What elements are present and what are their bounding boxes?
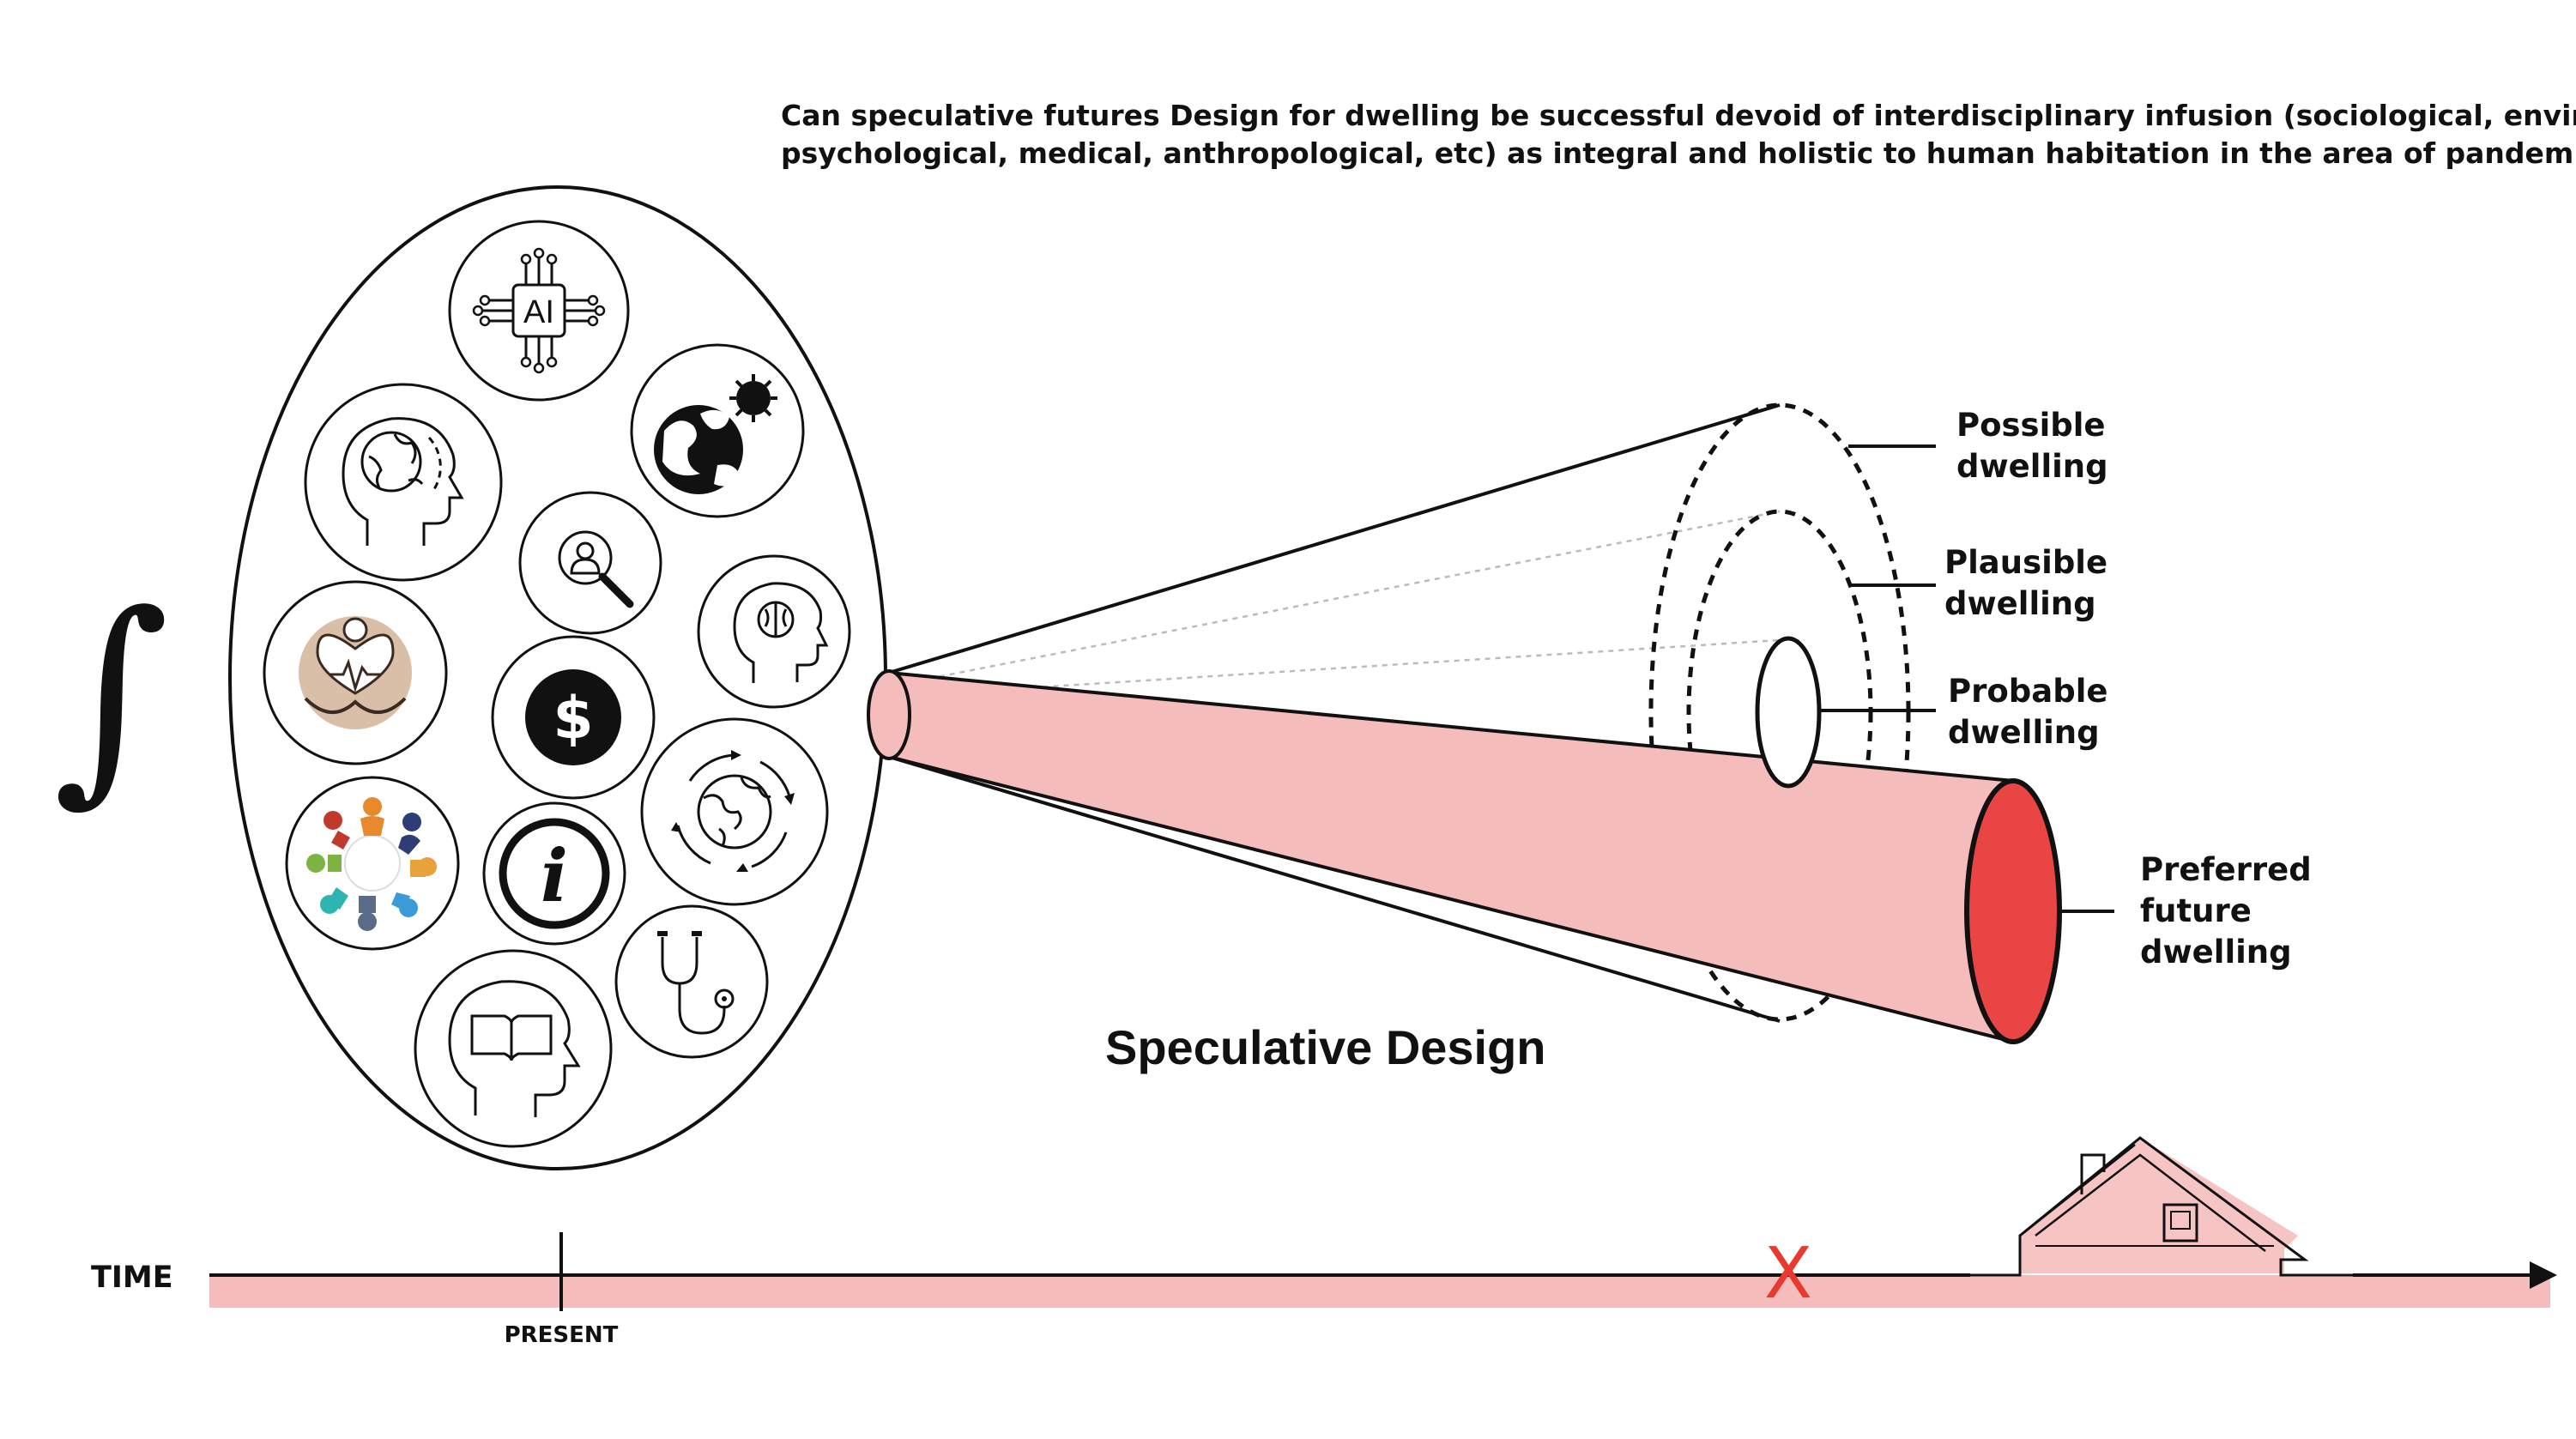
question-line-2: psychological, medical, anthropological,… [781,136,2576,170]
timeline-arrowhead [2530,1261,2557,1289]
plausible-upper-guide [888,510,1781,688]
integral-symbol: ∫ [53,566,169,825]
community-circle-icon [285,776,460,951]
cone-upper-edge [888,403,1781,674]
stethoscope-icon [614,904,769,1059]
timeline-band [209,1275,2550,1308]
globe-virus-icon [630,343,805,518]
speculative-design-title: Speculative Design [1105,1020,1546,1074]
user-search-icon [518,491,662,635]
cone-apex [867,669,911,760]
ai-chip-icon: AI [448,220,630,402]
probable-ellipse [1755,636,1822,789]
preferred-future-dwelling-label: Preferred future dwelling [2140,851,2312,970]
info-icon: i [482,801,626,946]
plausible-dwelling-label: Plausible dwelling [1944,544,2107,622]
preferred-cone [887,670,2015,1044]
probable-dwelling-label: Probable dwelling [1948,673,2108,751]
timeline-x-marker: X [1764,1233,1812,1315]
wellbeing-heart-icon [263,580,448,765]
knowledge-head-icon [414,949,613,1148]
info-glyph: i [541,833,568,918]
svg-text:future: future [2140,892,2252,929]
dollar-icon: $ [491,635,656,800]
preferred-future-ellipse [1964,778,2062,1044]
svg-text:Plausible: Plausible [1944,544,2107,581]
brain-globe-head-icon [304,383,503,582]
svg-text:Preferred: Preferred [2140,851,2312,888]
house-icon [1970,1136,2353,1277]
dollar-glyph: $ [553,685,593,753]
cone-lower-edge [888,755,1781,1023]
psychology-head-icon [697,554,851,709]
question-line-1: Can speculative futures Design for dwell… [781,99,2576,132]
svg-text:Possible: Possible [1956,407,2106,444]
possible-dwelling-label: Possible dwelling [1956,407,2108,485]
present-label: PRESENT [505,1322,619,1348]
earth-cycle-icon [640,717,829,906]
svg-text:dwelling: dwelling [2140,934,2292,970]
svg-text:dwelling: dwelling [1948,714,2100,751]
time-label: TIME [91,1261,173,1295]
ai-chip-label: AI [523,294,554,330]
svg-text:Probable: Probable [1948,673,2108,710]
svg-text:dwelling: dwelling [1956,448,2108,485]
svg-text:dwelling: dwelling [1944,585,2096,622]
